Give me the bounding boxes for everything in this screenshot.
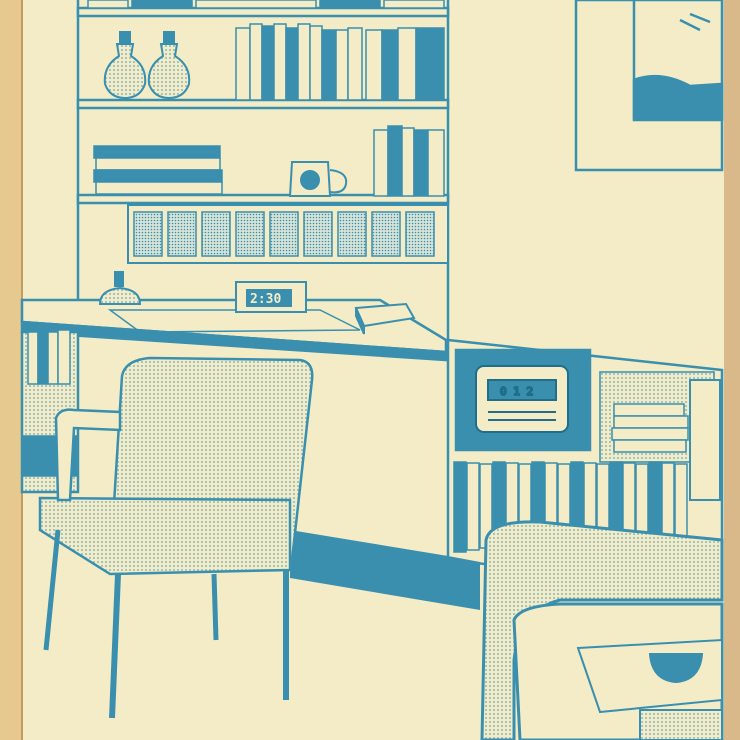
desk-box — [354, 302, 416, 335]
pegboard-tile — [235, 211, 265, 257]
book-stack-horizontal — [93, 145, 223, 195]
pegboard-tile — [371, 211, 401, 257]
pegboard-tile — [303, 211, 333, 257]
cabinet-books-row — [453, 461, 688, 555]
pegboard-tile — [405, 211, 435, 257]
cabinet-book — [466, 462, 480, 551]
decanter-right — [147, 31, 191, 100]
floor-shadow — [290, 530, 480, 610]
standing-book — [689, 379, 721, 501]
cabinet-book — [648, 461, 662, 544]
shelf-books-right — [373, 125, 445, 197]
top-shelf-books — [87, 0, 445, 9]
pegboard-tile — [201, 211, 231, 257]
radio-display: 0 1 2 — [500, 385, 533, 398]
pegboard-tile — [269, 211, 299, 257]
mug — [288, 161, 348, 197]
shelf-books-upright — [235, 23, 445, 101]
inkwell — [98, 271, 142, 305]
wall-picture — [574, 0, 724, 172]
cabinet-book — [453, 461, 467, 553]
page-gutter — [0, 0, 22, 740]
digital-clock: 2:30 — [235, 281, 307, 313]
decanter-left — [103, 31, 147, 100]
end-table — [576, 638, 723, 740]
radio: 0 1 2 — [475, 365, 569, 433]
page-edge-right — [724, 0, 740, 740]
pegboard-tile — [167, 211, 197, 257]
bookcase — [76, 0, 450, 340]
chair — [38, 356, 314, 719]
pegboard-tile — [133, 211, 163, 257]
pegboard-panel — [127, 204, 449, 264]
clock-display: 2:30 — [250, 292, 281, 307]
pegboard-tile — [337, 211, 367, 257]
